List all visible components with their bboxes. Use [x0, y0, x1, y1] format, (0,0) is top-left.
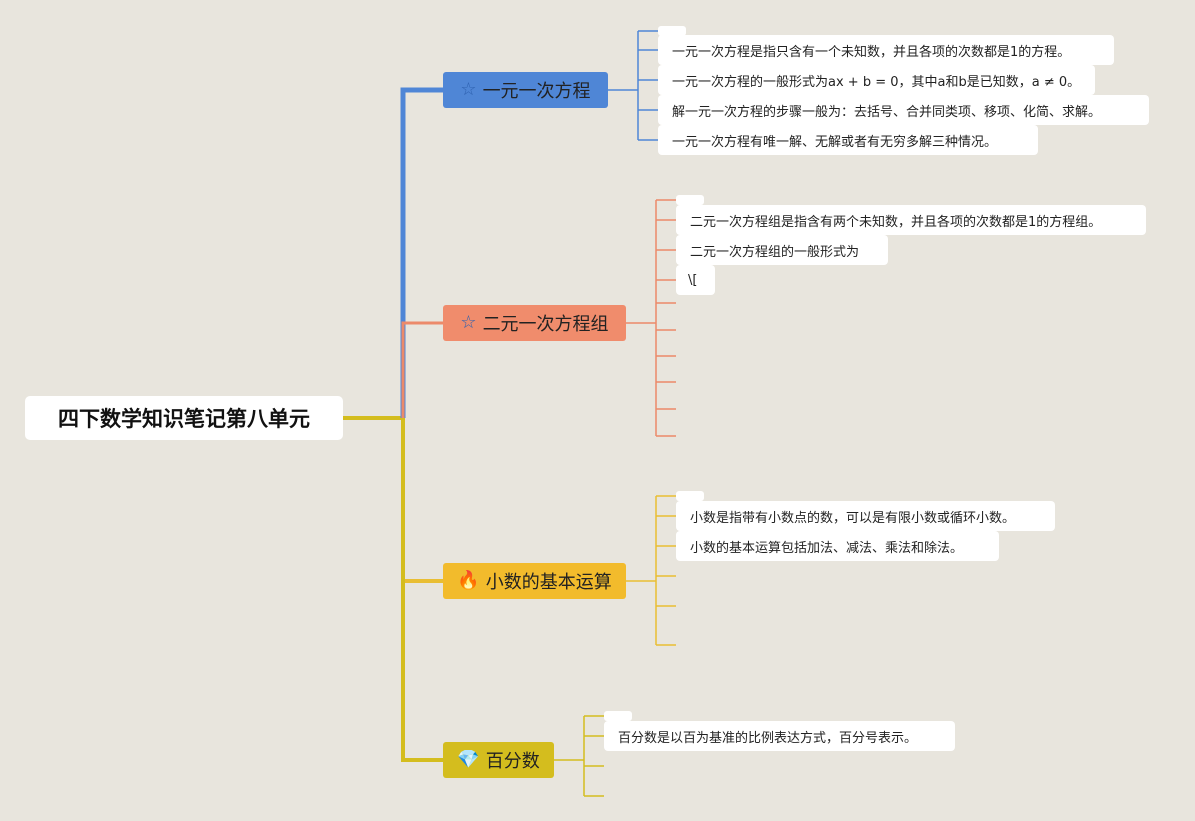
leaf-note[interactable]: 解一元一次方程的步骤一般为：去括号、合并同类项、移项、化简、求解。	[658, 95, 1149, 125]
branch-connector	[401, 321, 443, 418]
branch-label: 一元一次方程	[482, 81, 591, 102]
leaf-empty[interactable]	[676, 195, 704, 205]
leaf-note[interactable]: 二元一次方程组的一般形式为	[676, 235, 888, 265]
fire-icon: 🔥	[457, 570, 480, 591]
branch-linear-equation[interactable]: ☆ 一元一次方程	[443, 72, 608, 108]
leaf-note[interactable]: 百分数是以百为基准的比例表达方式，百分号表示。	[604, 721, 955, 751]
star-icon: ☆	[460, 312, 477, 333]
leaf-note[interactable]: 二元一次方程组是指含有两个未知数，并且各项的次数都是1的方程组。	[676, 205, 1146, 235]
leaf-note[interactable]: 一元一次方程有唯一解、无解或者有无穷多解三种情况。	[658, 125, 1038, 155]
leaf-note[interactable]: \[	[676, 265, 715, 295]
branch-connector	[401, 418, 443, 762]
leaf-note[interactable]: 一元一次方程的一般形式为ax + b = 0，其中a和b是已知数，a ≠ 0。	[658, 65, 1095, 95]
branch-label: 百分数	[485, 751, 540, 772]
branch-label: 小数的基本运算	[485, 572, 612, 593]
leaf-note[interactable]: 小数的基本运算包括加法、减法、乘法和除法。	[676, 531, 999, 561]
branch-connector	[401, 418, 443, 583]
leaf-empty[interactable]	[676, 491, 704, 501]
branch-decimal-operations[interactable]: 🔥 小数的基本运算	[443, 563, 626, 599]
gem-icon: 💎	[457, 749, 480, 770]
branch-linear-system[interactable]: ☆ 二元一次方程组	[443, 305, 626, 341]
root-topic-label: 四下数学知识笔记第八单元	[58, 407, 310, 431]
leaf-empty[interactable]	[604, 711, 632, 721]
leaf-note[interactable]: 一元一次方程是指只含有一个未知数，并且各项的次数都是1的方程。	[658, 35, 1114, 65]
branch-connector	[400, 87, 443, 418]
star-icon: ☆	[460, 79, 477, 100]
root-topic[interactable]: 四下数学知识笔记第八单元	[25, 396, 343, 440]
branch-label: 二元一次方程组	[482, 314, 609, 335]
leaf-note[interactable]: 小数是指带有小数点的数，可以是有限小数或循环小数。	[676, 501, 1055, 531]
branch-percentages[interactable]: 💎 百分数	[443, 742, 554, 778]
leaf-empty[interactable]	[658, 26, 686, 36]
